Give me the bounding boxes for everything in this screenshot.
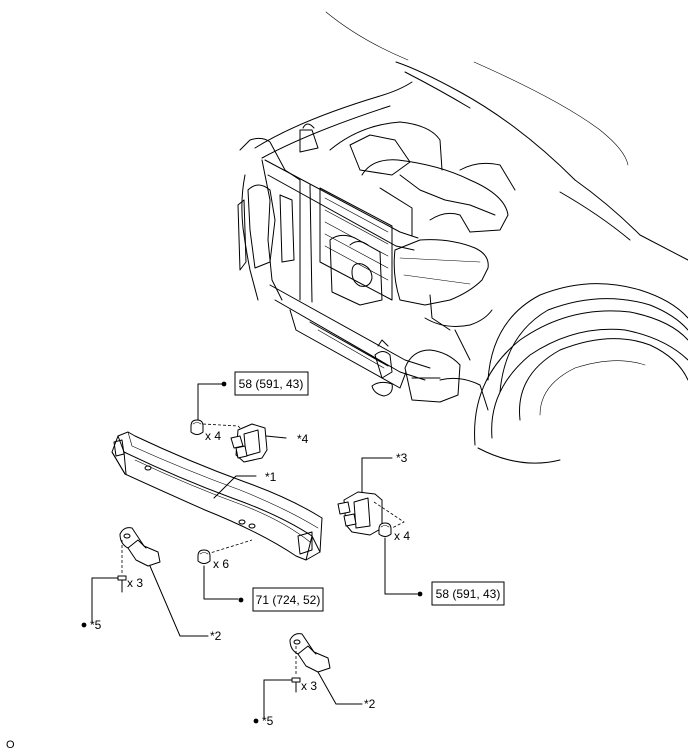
callout-bolt-torque-right: 58 (591, 43): [417, 581, 505, 606]
callout-bullet: [417, 591, 423, 597]
vehicle-body-illustration: [237, 11, 688, 464]
torque-box: [431, 581, 505, 606]
nut-icon: [378, 522, 392, 537]
nut-group-center: x 6: [197, 539, 253, 600]
callout-nut-torque-center: 71 (724, 52): [238, 587, 324, 612]
bracket-part-3: *3: [337, 451, 408, 536]
torque-value: 58 (591, 43): [436, 587, 501, 601]
nut-group-right: x 4: [378, 522, 418, 595]
nut-icon: [197, 549, 211, 564]
callout-bullet: [238, 597, 244, 603]
part-5-right-label: *5: [262, 714, 274, 728]
part-1-label: *1: [265, 470, 277, 484]
callout-bullet: [81, 622, 87, 628]
quantity-label: x 3: [127, 576, 143, 590]
part-3-label: *3: [396, 451, 408, 465]
quantity-label: x 4: [394, 529, 410, 543]
torque-value: 58 (591, 43): [239, 377, 304, 391]
quantity-label: x 3: [301, 679, 317, 693]
bracket-part-2-left: *2: [119, 527, 222, 643]
torque-box: [234, 371, 309, 396]
bolt-icon: [117, 575, 127, 581]
torque-value: 71 (724, 52): [256, 593, 321, 607]
quantity-label: x 6: [213, 557, 229, 571]
part-2-left-label: *2: [210, 629, 222, 643]
bolt-group-left: x 3 *5: [81, 540, 143, 632]
bracket-part-2-right: *2: [289, 633, 376, 711]
nut-icon: [190, 419, 204, 435]
bracket-part-4: *4: [230, 423, 309, 463]
bolt-icon: [291, 677, 301, 683]
figure-mark: O: [6, 739, 15, 751]
torque-box: [252, 587, 324, 612]
part-2-right-label: *2: [364, 697, 376, 711]
quantity-label: x 4: [205, 429, 221, 443]
part-4-label: *4: [297, 432, 309, 446]
bolt-group-right: x 3 *5: [253, 646, 317, 728]
bumper-reinforcement-part-1: *1: [111, 431, 323, 561]
callout-bullet: [253, 718, 259, 724]
part-5-left-label: *5: [90, 618, 102, 632]
nut-group-top: x 4: [190, 419, 247, 443]
callout-bolt-torque-top: 58 (591, 43): [197, 371, 309, 425]
